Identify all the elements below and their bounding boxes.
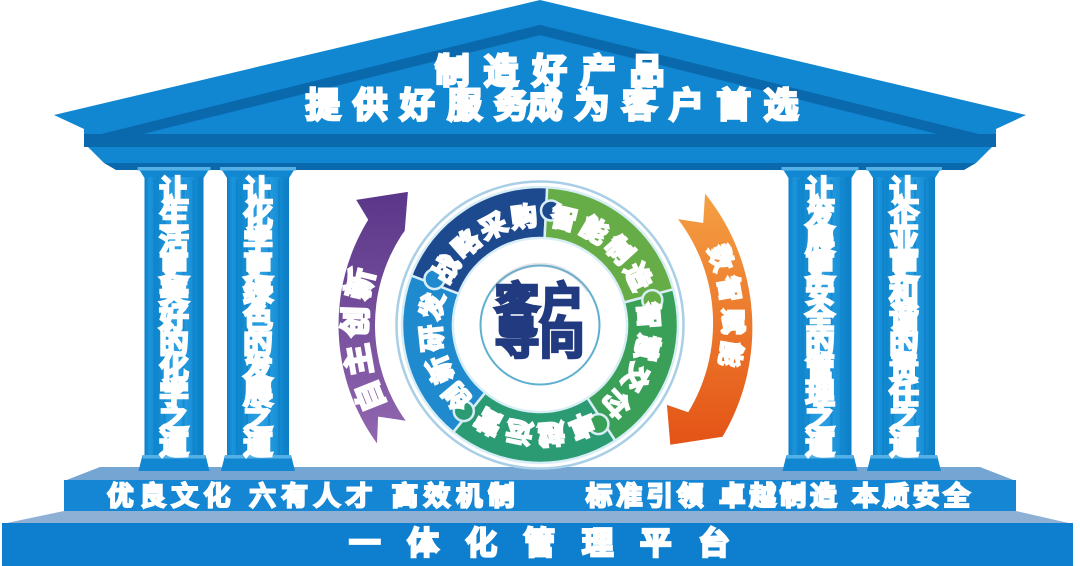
svg-text:让: 让 — [805, 175, 834, 208]
svg-text:绿: 绿 — [243, 276, 273, 309]
svg-text:活: 活 — [159, 226, 188, 259]
svg-text:学: 学 — [243, 225, 272, 259]
svg-text:之: 之 — [159, 402, 188, 436]
svg-text:全: 全 — [804, 301, 835, 335]
svg-text:道: 道 — [889, 428, 918, 461]
svg-text:企: 企 — [889, 199, 919, 233]
svg-text:之: 之 — [243, 402, 272, 436]
svg-text:提供好服务: 提供好服务 — [306, 87, 542, 125]
svg-text:优良文化 六有人才 高效机制: 优良文化 六有人才 高效机制 — [107, 481, 520, 511]
svg-text:化: 化 — [159, 352, 188, 385]
svg-text:成为客户首选: 成为客户首选 — [528, 86, 811, 125]
svg-text:更: 更 — [889, 252, 919, 284]
svg-text:和: 和 — [889, 276, 918, 309]
svg-text:的: 的 — [889, 326, 918, 360]
svg-text:业: 业 — [889, 226, 918, 259]
svg-text:道: 道 — [243, 428, 272, 461]
svg-text:学: 学 — [159, 376, 188, 410]
svg-text:更: 更 — [805, 252, 835, 284]
svg-text:责: 责 — [889, 352, 918, 385]
svg-text:道: 道 — [159, 428, 188, 461]
svg-text:好: 好 — [158, 302, 188, 335]
svg-text:一体化管理平台: 一体化管理平台 — [349, 526, 756, 561]
svg-text:更: 更 — [159, 252, 189, 284]
svg-text:道: 道 — [805, 428, 834, 461]
svg-text:展: 展 — [243, 378, 272, 410]
svg-text:让: 让 — [243, 175, 272, 208]
svg-text:让: 让 — [159, 175, 188, 208]
svg-text:展: 展 — [805, 227, 834, 259]
svg-text:管: 管 — [805, 351, 834, 385]
svg-text:理: 理 — [805, 378, 834, 410]
svg-text:的: 的 — [243, 326, 272, 360]
svg-text:标准引领 卓越制造 本质安全: 标准引领 卓越制造 本质安全 — [586, 481, 974, 511]
svg-text:更: 更 — [243, 252, 273, 284]
svg-text:的: 的 — [159, 326, 188, 360]
svg-text:谐: 谐 — [889, 302, 918, 335]
svg-text:导向: 导向 — [495, 314, 585, 363]
svg-text:美: 美 — [159, 276, 188, 309]
svg-text:安: 安 — [805, 276, 834, 309]
svg-text:色: 色 — [243, 301, 272, 335]
svg-text:发: 发 — [242, 352, 272, 385]
svg-text:任: 任 — [888, 377, 918, 410]
svg-text:制造好产品: 制造好产品 — [435, 53, 679, 91]
svg-text:生: 生 — [159, 200, 188, 233]
svg-text:发: 发 — [804, 200, 834, 233]
svg-text:让: 让 — [889, 175, 918, 208]
svg-text:客户: 客户 — [495, 280, 585, 329]
svg-text:之: 之 — [889, 402, 918, 436]
svg-text:化: 化 — [243, 200, 272, 233]
svg-text:的: 的 — [805, 326, 834, 360]
svg-text:之: 之 — [805, 402, 834, 436]
